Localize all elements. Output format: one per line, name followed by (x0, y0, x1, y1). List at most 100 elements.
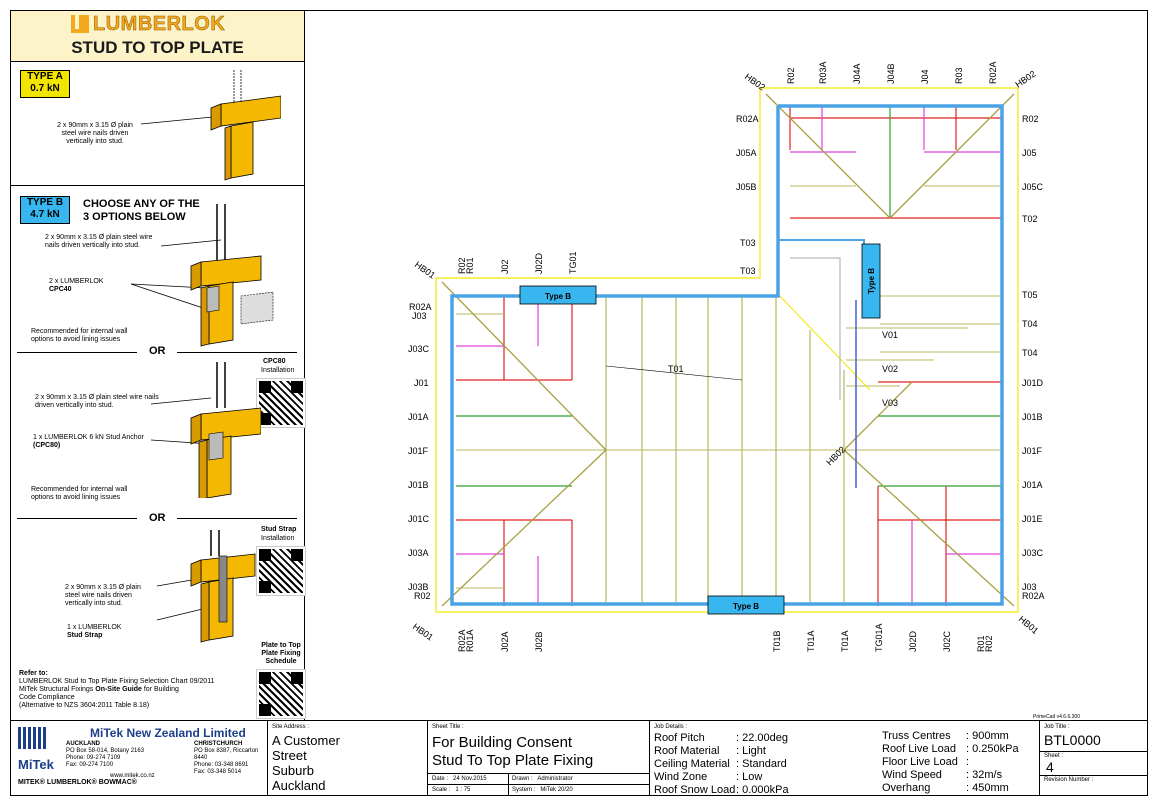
drawn-field: Drawn : Administrator (512, 776, 573, 783)
label-r-t05: T05 (1022, 290, 1038, 300)
type-b-tag-bottom[interactable]: Type B (707, 595, 785, 615)
opt3-strap-note: 1 x LUMBERLOK Stud Strap (67, 624, 121, 640)
detail-truss-centres-key: Truss Centres (882, 730, 951, 742)
sheet-title-divider (428, 773, 650, 774)
type-b-tag-top[interactable]: Type B (519, 285, 597, 305)
opt2-anchor-note: 1 x LUMBERLOK 6 kN Stud Anchor (CPC80) (33, 434, 144, 450)
refer-line4: (Alternative to NZS 3604:2011 Table 8.18… (19, 702, 150, 709)
auckland-phone: Phone: 09-274 7109 (66, 755, 121, 761)
cpc80-qr-code[interactable] (256, 378, 306, 428)
label-wt-tg01: TG01 (568, 251, 578, 274)
system-value: MiTek 20/20 (540, 787, 573, 793)
label-r-j05c: J05C (1022, 182, 1044, 192)
label-r-t02: T02 (1022, 214, 1038, 224)
type-a-note: 2 x 90mm x 3.15 Ø plain steel wire nails… (57, 122, 133, 145)
label-ul-r02a: R02A (736, 114, 759, 124)
common-truss-lines (605, 296, 845, 606)
legend-title: STUD TO TOP PLATE (71, 38, 244, 57)
company-cell: MiTek New Zealand Limited AUCKLAND CHRIS… (10, 721, 268, 796)
label-l-j03a: J03A (408, 548, 429, 558)
strap-qr-code[interactable] (256, 546, 306, 596)
job-info-divider-1 (1040, 751, 1148, 752)
label-top-j04a: J04A (852, 63, 862, 84)
type-b-heading-line1: CHOOSE ANY OF THE (83, 198, 200, 210)
valley-line (775, 291, 871, 391)
internal-wall (778, 239, 865, 300)
lumberlok-logo: LUMBERLOK (71, 12, 225, 35)
opt1-recommend-note: Recommended for internal wall options to… (31, 328, 128, 343)
detail-roof-pitch: Roof Pitch: 22.00deg (654, 732, 789, 745)
system-field: System : MiTek 20/20 (512, 787, 573, 794)
label-b-j02c: J02C (942, 630, 952, 652)
label-l-j01c: J01C (408, 514, 430, 524)
label-b-hb01-right: HB01 (1017, 614, 1041, 636)
detail-roof-live-load-key: Roof Live Load (882, 743, 956, 755)
sheet-title-cell: Sheet Title : For Building Consent Stud … (428, 721, 650, 796)
label-b-r01a: R01A (465, 629, 475, 652)
company-name: MiTek New Zealand Limited (90, 726, 246, 740)
label-r-j01b: J01B (1022, 412, 1043, 422)
strap-qr-sublabel: Installation (261, 535, 295, 542)
detail-ceiling-material: Ceiling Material: Standard (654, 758, 789, 771)
or-divider-2-left (17, 518, 137, 519)
label-r-j01e: J01E (1022, 514, 1043, 524)
opt2-anchor-product: (CPC80) (33, 442, 61, 449)
detail-wind-zone-value: : Low (736, 771, 763, 783)
label-r-j01f: J01F (1022, 446, 1043, 456)
refer-block: Refer to: LUMBERLOK Stud to Top Plate Fi… (19, 670, 254, 710)
type-b-section: TYPE B 4.7 kN CHOOSE ANY OF THE 3 OPTION… (11, 186, 306, 719)
schedule-qr-code[interactable] (256, 669, 306, 719)
label-r-t04a: T04 (1022, 319, 1038, 329)
detail-roof-pitch-key: Roof Pitch (654, 732, 705, 744)
type-b-tag-vertical[interactable]: Type B (861, 243, 881, 319)
opt2-anchor-line: 1 x LUMBERLOK 6 kN Stud Anchor (33, 434, 144, 441)
mitek-logo-icon (18, 727, 46, 749)
type-b-tag-top-label: Type B (545, 292, 571, 301)
revision-label: Revision Number : (1044, 777, 1094, 783)
roof-truss-plan: Type B Type B Type B R02 R03A J04A J04B … (408, 61, 1080, 720)
auckland-details: PO Box 58-014, Botany 2163 Phone: 09-274… (66, 748, 144, 769)
job-title: BTL0000 (1044, 732, 1101, 748)
auckland-heading: AUCKLAND (66, 741, 100, 747)
jack-lines-magenta (456, 105, 1002, 606)
sheet-title: For Building Consent Stud To Top Plate F… (432, 734, 593, 770)
hip-lines (441, 93, 1015, 607)
label-b-t01b: T01B (772, 630, 782, 652)
label-b-j02a: J02A (500, 631, 510, 652)
sheet-label: Sheet : (1044, 753, 1064, 759)
label-b-r02: R02 (984, 635, 994, 652)
roof-outline (435, 87, 1019, 613)
site-address-cell: Site Address : A Customer Street Suburb … (268, 721, 428, 796)
label-l-j01b: J01B (408, 480, 429, 490)
type-a-badge: TYPE A 0.7 kN (20, 70, 70, 98)
title-block: MiTek New Zealand Limited AUCKLAND CHRIS… (10, 720, 1148, 796)
auckland-address: PO Box 58-014, Botany 2163 (66, 748, 145, 754)
label-b-j02b: J02B (534, 631, 544, 652)
type-b-tag-vertical-label: Type B (867, 268, 876, 294)
label-hb02-left: HB02 (743, 71, 767, 92)
refer-title: Refer to: (19, 670, 48, 677)
opt1-nails-note: 2 x 90mm x 3.15 Ø plain steel wire nails… (45, 234, 153, 249)
refer-line3: Code Compliance (19, 694, 75, 701)
label-v02: V02 (882, 364, 898, 374)
type-a-illustration (140, 70, 281, 181)
sheet-title-line2: Stud To Top Plate Fixing (432, 752, 594, 769)
detail-roof-live-load-value: : 0.250kPa (966, 743, 1019, 755)
type-a-section: TYPE A 0.7 kN 2 x 90mm x 3.15 Ø plain st… (11, 62, 304, 186)
type-b-capacity: 4.7 kN (30, 209, 60, 220)
detail-roof-live-load: Roof Live Load : 0.250kPa (882, 743, 1019, 756)
company-website: www.mitek.co.nz (110, 773, 155, 779)
cpc80-qr-sublabel: Installation (261, 367, 295, 374)
detail-roof-material: Roof Material: Light (654, 745, 789, 758)
label-top-r03: R03 (954, 67, 964, 84)
label-b-t01a-2: T01A (840, 630, 850, 652)
label-r-r02a: R02A (1022, 591, 1045, 601)
detail-floor-live-load-key: Floor Live Load (882, 756, 958, 768)
label-b-r01: R01 (976, 635, 986, 652)
label-l-r02a: R02A (409, 302, 432, 312)
schedule-qr-label: Plate to Top Plate Fixing Schedule (261, 642, 301, 665)
label-b-hb01-left: HB01 (411, 621, 435, 642)
scale-label: Scale : (432, 787, 451, 793)
christchurch-details: PO Box 8387, Riccarton 8440 Phone: 03-34… (194, 748, 267, 776)
label-v01: V01 (882, 330, 898, 340)
